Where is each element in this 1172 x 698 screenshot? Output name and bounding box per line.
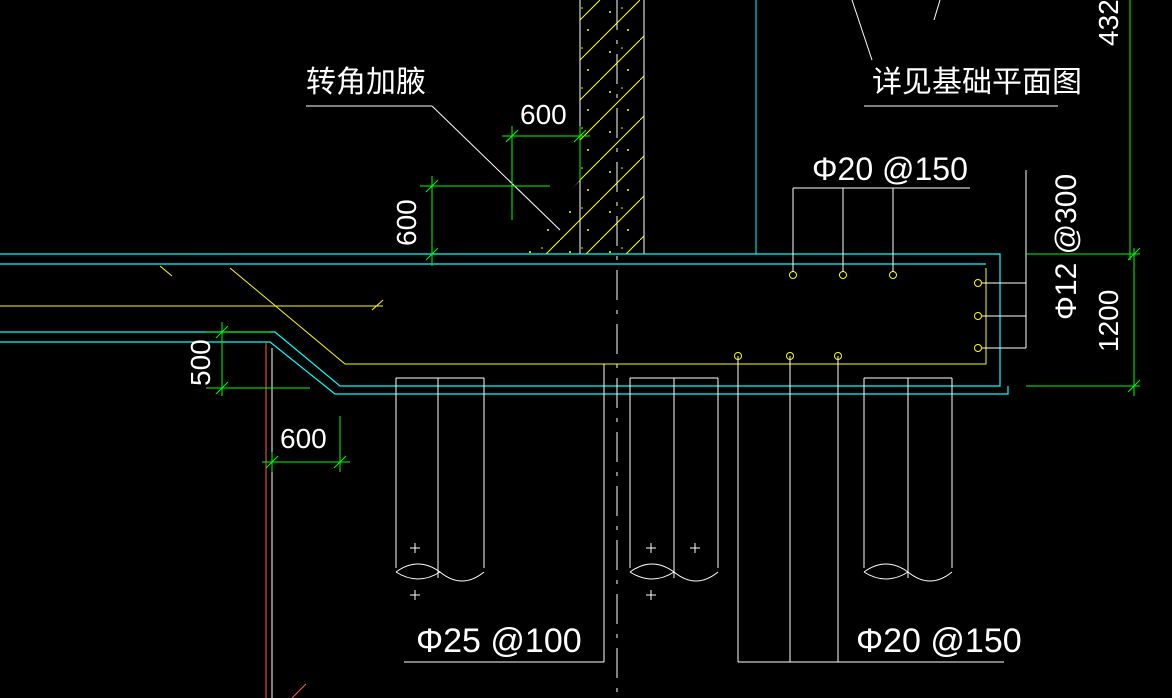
haunch-width-dim: 600 xyxy=(520,99,567,130)
cutoff-value-dim: 432 xyxy=(1093,0,1124,46)
drop-depth-dim: 500 xyxy=(185,339,216,386)
top-bars-label: Φ20 @150 xyxy=(812,151,968,187)
slab-thickness-dim: 1200 xyxy=(1093,290,1124,352)
haunch-leader xyxy=(306,105,561,231)
piles xyxy=(395,356,1004,663)
haunch-height-dim: 600 xyxy=(391,199,422,246)
slab-rebar xyxy=(0,265,987,365)
left-wall-lines xyxy=(265,342,307,698)
dimension-lines xyxy=(206,126,1141,472)
rebar-dots xyxy=(734,271,982,360)
pile-markers xyxy=(410,543,700,600)
corner-haunch-label: 转角加腋 xyxy=(306,65,426,100)
slab-outline xyxy=(0,253,1009,395)
side-bars-label: Φ12 @300 xyxy=(1050,174,1083,320)
pile-bars-label: Φ25 @100 xyxy=(416,622,582,660)
see-foundation-plan-label: 详见基础平面图 xyxy=(872,65,1082,100)
bottom-bars-label: Φ20 @150 xyxy=(856,622,1022,660)
top-right-lines xyxy=(755,0,1131,260)
drop-width-dim: 600 xyxy=(280,423,327,454)
top-bar-leaders xyxy=(792,170,1027,349)
